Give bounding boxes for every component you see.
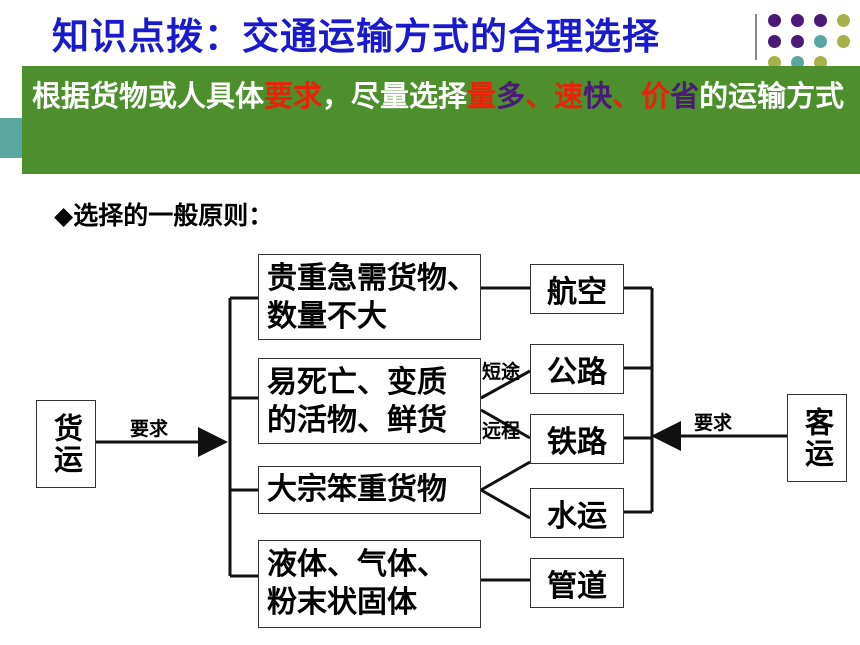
- freight-node: 货运: [36, 400, 96, 488]
- category-perishable: 易死亡、变质 的活物、鲜货: [258, 358, 481, 444]
- category-line: 大宗笨重货物: [267, 472, 447, 507]
- banner-keyword: 量: [467, 79, 497, 113]
- banner-keyword: 价: [641, 79, 671, 113]
- mode-water: 水运: [530, 488, 624, 538]
- link-rail-2: [480, 460, 531, 492]
- freight-label: 货运: [49, 413, 84, 475]
- dot: [768, 35, 781, 48]
- category-line: 数量不大: [267, 299, 387, 334]
- mode-pipeline: 管道: [530, 558, 624, 608]
- banner-separator: 、: [612, 79, 642, 113]
- dot: [837, 35, 850, 48]
- left-arrow-label: 要求: [130, 418, 169, 440]
- long-distance-label: 远程: [482, 420, 521, 442]
- link-road: [480, 369, 531, 400]
- dot: [837, 14, 850, 27]
- passenger-node: 客运: [787, 394, 847, 482]
- banner-keyword: 省: [670, 79, 700, 113]
- banner-segment: ，尽量选择: [322, 79, 468, 113]
- banner-keyword: 速: [554, 79, 584, 113]
- banner-keyword: 多: [496, 79, 526, 113]
- link-water: [480, 488, 531, 520]
- link-rail: [480, 408, 531, 440]
- dot: [791, 56, 804, 69]
- right-arrow-label: 要求: [694, 412, 733, 434]
- title-divider: [755, 14, 757, 60]
- dot: [814, 56, 827, 69]
- banner-separator: 、: [525, 79, 555, 113]
- dot: [768, 14, 781, 27]
- dot: [814, 35, 827, 48]
- banner-keyword: 快: [583, 79, 613, 113]
- category-valuable-urgent: 贵重急需货物、 数量不大: [258, 254, 481, 340]
- dot: [791, 35, 804, 48]
- passenger-label: 客运: [800, 407, 835, 469]
- mode-rail: 铁路: [530, 414, 624, 464]
- banner-segment: 根据货物或人具体: [32, 79, 265, 113]
- category-line: 液体、气体、: [267, 547, 447, 582]
- category-fluid-powder: 液体、气体、 粉末状固体: [258, 540, 481, 628]
- page-title: 知识点拨：交通运输方式的合理选择: [52, 15, 660, 58]
- teal-tab-decoration: [0, 118, 22, 158]
- category-line: 易死亡、变质: [267, 365, 447, 400]
- mode-air: 航空: [530, 264, 624, 314]
- mode-road: 公路: [530, 344, 624, 394]
- banner-text: 根据货物或人具体要求，尽量选择量多、速快、价省的运输方式: [32, 72, 852, 120]
- highlight-banner: [22, 66, 860, 174]
- dot: [814, 14, 827, 27]
- banner-segment: 的运输方式: [699, 79, 845, 113]
- principle-heading: ◆选择的一般原则：: [54, 201, 274, 230]
- dot: [768, 56, 781, 69]
- banner-keyword-requirement: 要求: [264, 79, 323, 113]
- category-line: 粉末状固体: [267, 585, 417, 620]
- dot: [791, 14, 804, 27]
- category-line: 贵重急需货物、: [267, 261, 477, 296]
- category-line: 的活物、鲜货: [267, 403, 447, 438]
- short-distance-label: 短途: [482, 361, 521, 383]
- category-bulky: 大宗笨重货物: [258, 466, 481, 514]
